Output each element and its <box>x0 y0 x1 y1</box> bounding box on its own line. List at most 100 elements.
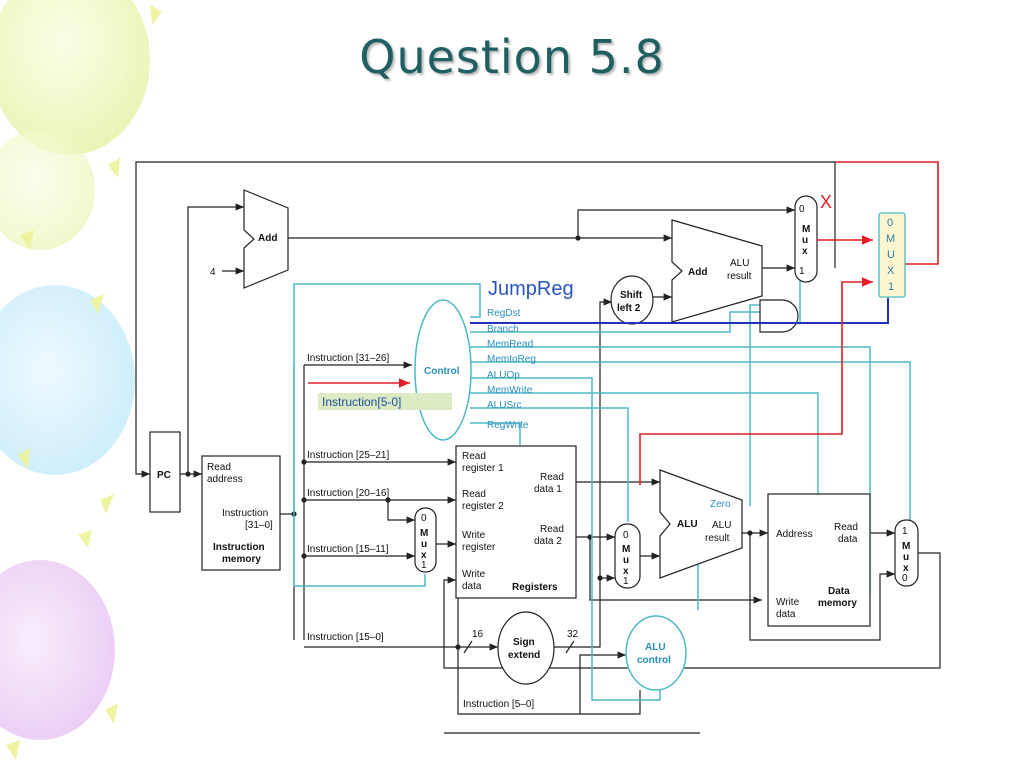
svg-text:Shift: Shift <box>620 290 643 301</box>
svg-text:RegDst: RegDst <box>487 308 521 319</box>
svg-text:register 1: register 1 <box>462 463 504 474</box>
svg-text:Read: Read <box>207 462 231 473</box>
blue-balloon <box>0 285 135 475</box>
sign-in-width: 16 <box>472 629 484 640</box>
svg-text:Instruction[5-0]: Instruction[5-0] <box>322 395 401 409</box>
pc-register: PC <box>149 431 181 513</box>
svg-text:extend: extend <box>508 650 540 661</box>
svg-text:M: M <box>420 528 428 539</box>
pc-source-mux: 0 M u x 1 <box>794 195 818 283</box>
svg-text:data: data <box>838 534 858 545</box>
register-file: Read register 1 Read register 2 Write re… <box>455 445 577 599</box>
svg-text:Instruction [31–26]: Instruction [31–26] <box>307 353 389 364</box>
instruction-5-0-callout: Instruction[5-0] <box>318 393 452 410</box>
svg-text:Instruction [25–21]: Instruction [25–21] <box>307 450 389 461</box>
shift-left-2: Shift left 2 <box>610 275 654 325</box>
svg-text:u: u <box>421 539 427 550</box>
svg-text:left 2: left 2 <box>617 303 641 314</box>
constant-four: 4 <box>210 267 216 278</box>
svg-text:U: U <box>887 249 895 261</box>
jumpreg-annotation: 0 M U X 1 <box>308 161 939 485</box>
svg-text:1: 1 <box>888 281 894 293</box>
svg-text:Write: Write <box>462 530 486 541</box>
memtoreg-mux: 1 M u x 0 <box>894 519 919 587</box>
data-memory: Address Read data Write data Data memory <box>767 493 871 627</box>
svg-text:x: x <box>903 563 909 574</box>
svg-text:RegWrite: RegWrite <box>487 420 529 431</box>
svg-text:memory: memory <box>222 554 261 565</box>
svg-text:Zero: Zero <box>710 499 731 510</box>
svg-text:ALUSrc: ALUSrc <box>487 400 521 411</box>
svg-text:1: 1 <box>902 526 908 537</box>
svg-text:control: control <box>637 655 671 666</box>
svg-text:1: 1 <box>799 266 805 277</box>
svg-text:Read: Read <box>462 489 486 500</box>
svg-text:Add: Add <box>688 267 707 278</box>
svg-text:data: data <box>462 581 482 592</box>
slide-title: Question 5.8 <box>359 30 665 84</box>
svg-text:x: x <box>421 550 427 561</box>
regdst-mux: 0 M u x 1 <box>414 507 437 573</box>
svg-text:Read: Read <box>540 472 564 483</box>
svg-text:ALU: ALU <box>730 258 749 269</box>
svg-text:register: register <box>462 542 496 553</box>
svg-text:MemWrite: MemWrite <box>487 385 533 396</box>
svg-text:x: x <box>802 246 808 257</box>
svg-text:Instruction [20–16]: Instruction [20–16] <box>307 488 389 499</box>
branch-and-gate <box>759 299 799 333</box>
svg-text:address: address <box>207 474 243 485</box>
svg-text:M: M <box>802 224 810 235</box>
alu: ALU Zero ALU result <box>659 469 743 579</box>
svg-text:data 1: data 1 <box>534 484 562 495</box>
svg-text:1: 1 <box>421 560 427 571</box>
svg-text:Address: Address <box>776 529 813 540</box>
svg-text:1: 1 <box>623 576 629 587</box>
purple-balloon <box>0 560 115 740</box>
svg-text:memory: memory <box>818 598 857 609</box>
svg-text:X: X <box>887 265 895 277</box>
svg-text:x: x <box>623 566 629 577</box>
svg-text:0: 0 <box>887 217 893 229</box>
jumpreg-label: JumpReg <box>488 278 574 300</box>
sign-out-width: 32 <box>567 629 579 640</box>
svg-text:0: 0 <box>623 530 629 541</box>
svg-text:MemtoReg: MemtoReg <box>487 354 536 365</box>
yellow-balloon <box>0 0 150 155</box>
svg-text:PC: PC <box>157 470 171 481</box>
branch-adder: Add ALU result <box>671 219 763 323</box>
svg-text:[31–0]: [31–0] <box>245 520 273 531</box>
instruction-field-labels: Instruction [31–26] Instruction [25–21] … <box>307 353 534 710</box>
svg-text:0: 0 <box>799 204 805 215</box>
x-mark: X <box>820 192 832 212</box>
svg-text:Instruction: Instruction <box>213 542 265 553</box>
svg-text:ALU: ALU <box>712 520 731 531</box>
pc-adder: Add <box>243 189 289 289</box>
svg-text:Add: Add <box>258 233 277 244</box>
svg-text:M: M <box>902 541 910 552</box>
svg-text:register 2: register 2 <box>462 501 504 512</box>
svg-text:M: M <box>622 544 630 555</box>
svg-text:0: 0 <box>421 513 427 524</box>
svg-text:u: u <box>903 552 909 563</box>
svg-text:Instruction [5–0]: Instruction [5–0] <box>463 699 534 710</box>
svg-text:u: u <box>623 555 629 566</box>
svg-text:Data: Data <box>828 586 850 597</box>
svg-text:data: data <box>776 609 796 620</box>
svg-text:Registers: Registers <box>512 582 558 593</box>
alu-control: ALU control <box>625 615 687 691</box>
svg-text:ALUOp: ALUOp <box>487 370 520 381</box>
control-signal-labels: RegDst Branch MemRead MemtoReg ALUOp Mem… <box>487 308 536 431</box>
svg-text:data 2: data 2 <box>534 536 562 547</box>
svg-text:Instruction: Instruction <box>222 508 268 519</box>
svg-text:result: result <box>727 271 752 282</box>
instruction-memory: Read address Instruction [31–0] Instruct… <box>201 455 281 571</box>
control-unit: Control <box>414 299 472 441</box>
svg-text:Instruction [15–11]: Instruction [15–11] <box>307 544 389 555</box>
svg-text:Read: Read <box>462 451 486 462</box>
sign-extend: Sign extend <box>497 611 555 685</box>
svg-text:ALU: ALU <box>645 642 666 653</box>
svg-text:0: 0 <box>902 573 908 584</box>
svg-text:Read: Read <box>834 522 858 533</box>
